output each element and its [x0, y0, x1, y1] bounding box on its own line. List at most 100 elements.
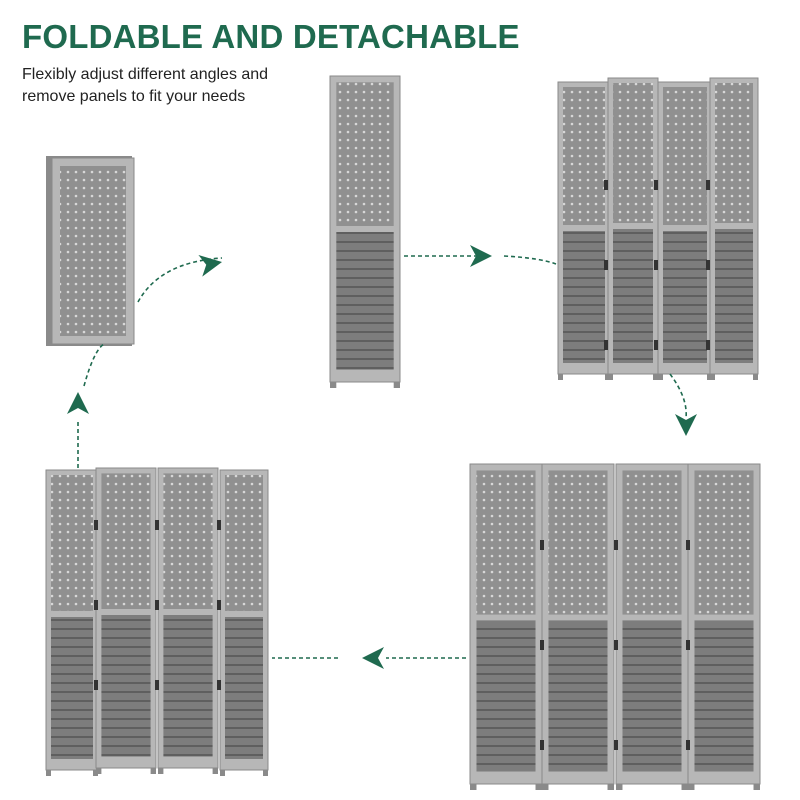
hinge	[686, 640, 690, 650]
hinge	[654, 260, 658, 270]
hinge	[540, 740, 544, 750]
panel-foot	[263, 770, 268, 776]
arrowhead-3	[675, 414, 697, 436]
hinge	[614, 540, 618, 550]
panel-foot	[753, 784, 760, 790]
panel-foot	[608, 374, 613, 380]
panel-foot	[158, 768, 164, 774]
hinge	[614, 740, 618, 750]
hinge	[94, 600, 98, 610]
four-panel-screen-flat	[469, 463, 761, 790]
hinge	[94, 520, 98, 530]
panel-foot	[707, 374, 712, 380]
subheadline-line-2: remove panels to fit your needs	[22, 88, 246, 105]
angled-screen-panel	[709, 77, 759, 380]
folded-panel-illustration	[46, 156, 135, 346]
hinge	[540, 640, 544, 650]
arrowhead-1	[198, 254, 222, 277]
panel-foot	[688, 784, 695, 790]
folded-screen-panel	[45, 469, 99, 776]
louver-section	[622, 620, 682, 772]
pegboard-section	[476, 470, 536, 615]
panel-foot	[96, 768, 102, 774]
flat-screen-panel	[541, 463, 615, 790]
louver-section	[225, 617, 263, 759]
hinge	[654, 340, 658, 350]
louver-section	[663, 231, 707, 363]
panel-foot	[658, 374, 663, 380]
panel-foot	[542, 784, 549, 790]
arrow-angled-to-flat	[669, 373, 687, 419]
panel-foot	[710, 374, 715, 380]
hinge	[155, 680, 159, 690]
louver-section	[715, 229, 753, 363]
panel-foot	[150, 768, 156, 774]
louver-section	[163, 615, 213, 757]
pegboard-section	[563, 87, 605, 225]
hinge	[706, 260, 710, 270]
hinge	[604, 180, 608, 190]
subheadline: Flexibly adjust different angles and rem…	[22, 64, 268, 108]
folded-screen-panel	[157, 467, 219, 774]
subheadline-line-1: Flexibly adjust different angles and	[22, 66, 269, 83]
hinge	[686, 740, 690, 750]
single-screen-panel	[329, 75, 401, 388]
hinge	[706, 180, 710, 190]
arrowhead-2	[470, 245, 492, 267]
hinge	[540, 540, 544, 550]
folded-screen-panel	[95, 467, 157, 774]
four-panel-screen-folded	[45, 467, 269, 776]
hinge	[706, 340, 710, 350]
arrowhead-shape	[198, 254, 222, 277]
panel-foot	[46, 770, 51, 776]
arrowhead-shape	[362, 647, 384, 669]
louver-section	[613, 229, 653, 363]
flow-arrows	[67, 245, 697, 669]
folded-screen-panel	[219, 469, 269, 776]
arrowhead-shape	[675, 414, 697, 436]
hinge	[604, 260, 608, 270]
louver-section	[563, 231, 605, 363]
pegboard-section	[622, 470, 682, 615]
pegboard-section	[548, 470, 608, 615]
panel-foot	[470, 784, 477, 790]
panel-foot	[681, 784, 688, 790]
panel-foot	[558, 374, 563, 380]
hinge	[614, 640, 618, 650]
louver-section	[694, 620, 754, 772]
hinge	[654, 180, 658, 190]
pegboard-section	[163, 473, 213, 609]
louver-section	[336, 232, 394, 370]
louver-section	[101, 615, 151, 757]
arrowhead-shape	[67, 392, 89, 414]
panel-foot	[220, 770, 225, 776]
panel-foot	[330, 382, 337, 388]
pegboard-section	[715, 83, 753, 223]
hinge	[217, 680, 221, 690]
hinge	[217, 520, 221, 530]
hinge	[155, 520, 159, 530]
panel-foot	[393, 382, 400, 388]
panel-foot	[535, 784, 542, 790]
flat-screen-panel	[469, 463, 543, 790]
flat-screen-panel	[687, 463, 761, 790]
panel-foot	[607, 784, 614, 790]
panel-foot	[93, 770, 98, 776]
headline: FOLDABLE AND DETACHABLE	[22, 18, 520, 55]
angled-screen-panel	[607, 77, 659, 380]
arrowhead-shape	[470, 245, 492, 267]
panel-foot	[212, 768, 218, 774]
hinge	[604, 340, 608, 350]
single-panel-illustration	[329, 75, 401, 388]
panel-foot	[616, 784, 623, 790]
pegboard-section	[663, 87, 707, 225]
flat-screen-panel	[615, 463, 689, 790]
arrow-single-to-angled-tail	[503, 255, 557, 265]
hinge	[686, 540, 690, 550]
louver-section	[548, 620, 608, 772]
angled-screen-panel	[657, 81, 713, 380]
arrowhead-4	[362, 647, 384, 669]
hinge	[217, 600, 221, 610]
pegboard-section	[694, 470, 754, 615]
